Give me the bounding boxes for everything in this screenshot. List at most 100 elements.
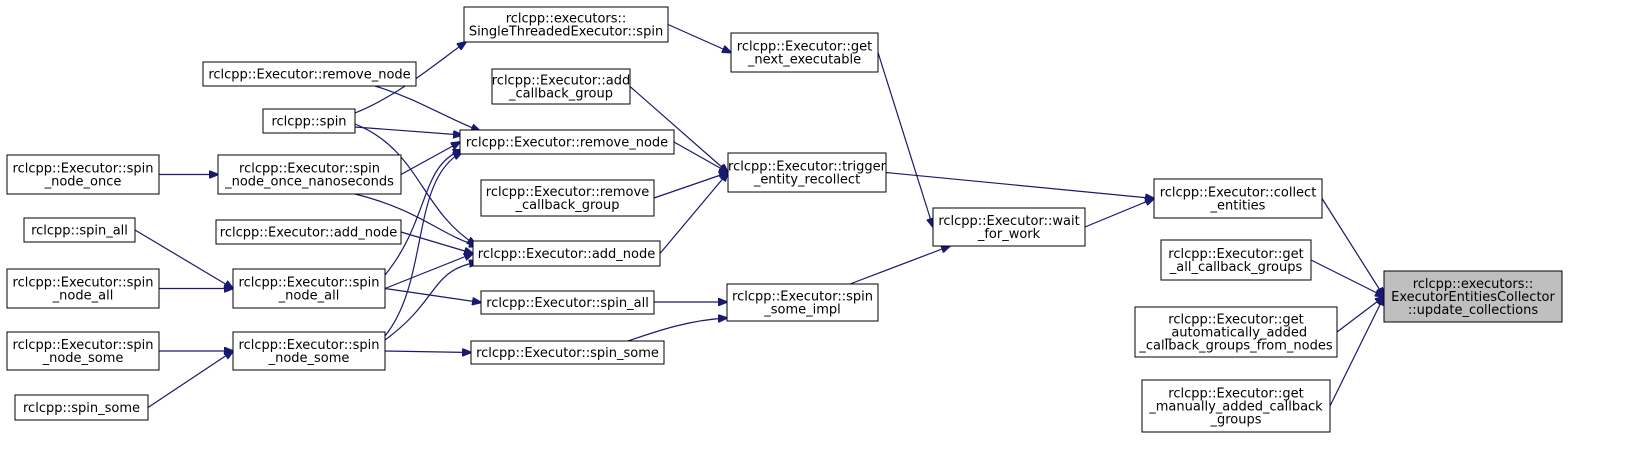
node-add_node_mid[interactable]: rclcpp::Executor::add_node <box>472 240 661 267</box>
node-wait_for_work[interactable]: rclcpp::Executor::wait_for_work <box>932 207 1086 247</box>
node-remove_node_mid[interactable]: rclcpp::Executor::remove_node <box>459 129 675 155</box>
node-rclcpp_spin_all[interactable]: rclcpp::spin_all <box>23 217 136 243</box>
node-spin_node_some_far[interactable]: rclcpp::Executor::spin_node_some <box>6 331 160 371</box>
node-spin_node_some[interactable]: rclcpp::Executor::spin_node_some <box>232 331 386 371</box>
node-box[interactable] <box>491 68 631 105</box>
node-collect_entities[interactable]: rclcpp::Executor::collect_entities <box>1153 178 1323 219</box>
node-box[interactable] <box>6 268 160 309</box>
edge-add_node_mid-to-trigger_entity_recollect <box>659 173 728 254</box>
node-box[interactable] <box>459 129 675 155</box>
node-spin_some_impl[interactable]: rclcpp::Executor::spin_some_impl <box>726 283 879 322</box>
node-spin_node_once[interactable]: rclcpp::Executor::spin_node_once <box>6 154 160 195</box>
node-add_node_left[interactable]: rclcpp::Executor::add_node <box>215 219 402 245</box>
edge-spin_some_mid-to-spin_some_impl <box>627 318 727 342</box>
node-spin_node_once_nanoseconds[interactable]: rclcpp::Executor::spin_node_once_nanosec… <box>217 154 402 195</box>
node-rclcpp_spin_some[interactable]: rclcpp::spin_some <box>14 394 149 421</box>
node-get_all_callback_groups[interactable]: rclcpp::Executor::get_all_callback_group… <box>1160 239 1312 281</box>
node-add_callback_group[interactable]: rclcpp::Executor::add_callback_group <box>491 68 631 105</box>
edge-spin_node_once_nanoseconds-to-add_node_mid <box>354 193 478 246</box>
node-update_collections[interactable]: rclcpp::executors::ExecutorEntitiesColle… <box>1383 270 1563 323</box>
node-label-line: rclcpp::Executor::get <box>1168 247 1303 262</box>
node-box[interactable] <box>1160 239 1312 281</box>
node-box[interactable] <box>1153 178 1323 219</box>
edge-get_all_callback_groups-to-update_collections <box>1310 259 1384 297</box>
node-label-line: rclcpp::Executor::spin <box>239 338 380 353</box>
node-label-line: rclcpp::Executor::add_node <box>220 226 397 241</box>
node-label-line: _callback_group <box>515 198 620 213</box>
edge-trigger_entity_recollect-to-collect_entities <box>885 171 1154 199</box>
node-box[interactable] <box>6 331 160 371</box>
edge-get_next_executable-to-wait_for_work <box>877 52 933 228</box>
node-box[interactable] <box>6 154 160 195</box>
node-box[interactable] <box>23 217 136 243</box>
node-label-line: rclcpp::Executor::collect <box>1160 186 1317 201</box>
node-rclcpp_spin[interactable]: rclcpp::spin <box>262 108 356 134</box>
node-label-line: _callback_group <box>508 87 613 102</box>
node-get_manually[interactable]: rclcpp::Executor::get_manually_added_cal… <box>1141 379 1331 433</box>
node-spin_some_mid[interactable]: rclcpp::Executor::spin_some <box>470 340 665 365</box>
node-label-line: rclcpp::Executor::spin <box>13 276 154 291</box>
node-get_next_executable[interactable]: rclcpp::Executor::get_next_executable <box>730 32 879 73</box>
node-box[interactable] <box>262 108 356 134</box>
edge-collect_entities-to-update_collections <box>1321 198 1384 297</box>
node-label-line: ExecutorEntitiesCollector <box>1391 290 1555 305</box>
node-label-line: rclcpp::spin <box>271 115 346 130</box>
edges <box>134 23 1384 408</box>
node-label-line: _node_some <box>42 351 124 366</box>
node-label-line: rclcpp::Executor::spin_some <box>476 346 659 361</box>
node-box[interactable] <box>727 152 887 193</box>
node-trigger_entity_recollect[interactable]: rclcpp::Executor::trigger_entity_recolle… <box>727 152 887 193</box>
node-get_automatically[interactable]: rclcpp::Executor::get_automatically_adde… <box>1134 306 1338 358</box>
node-label-line: rclcpp::Executor::trigger <box>728 160 887 175</box>
edge-remove_callback_group-to-trigger_entity_recollect <box>653 173 728 199</box>
edge-spin_node_once_nanoseconds-to-remove_node_mid <box>400 142 460 176</box>
node-box[interactable] <box>215 219 402 245</box>
node-label-line: _entities <box>1210 199 1266 214</box>
edge-rclcpp_spin-to-single_threaded_spin <box>354 42 466 114</box>
node-label-line: ::update_collections <box>1408 303 1538 318</box>
node-label-line: _next_executable <box>747 53 861 68</box>
node-box[interactable] <box>730 32 879 73</box>
node-box[interactable] <box>472 240 661 267</box>
node-label-line: rclcpp::Executor::get <box>1168 313 1303 328</box>
node-single_threaded_spin[interactable]: rclcpp::executors::SingleThreadedExecuto… <box>463 6 669 43</box>
node-label-line: _node_some <box>268 351 350 366</box>
node-label-line: rclcpp::spin_all <box>31 224 128 239</box>
node-box[interactable] <box>726 283 879 322</box>
edge-get_manually-to-update_collections <box>1329 297 1384 407</box>
node-box[interactable] <box>217 154 402 195</box>
node-label-line: _callback_groups_from_nodes <box>1138 339 1332 354</box>
edge-spin_node_some-to-spin_some_mid <box>384 351 471 353</box>
node-box[interactable] <box>1141 379 1331 433</box>
node-spin_all_mid[interactable]: rclcpp::Executor::spin_all <box>480 290 655 315</box>
node-label-line: rclcpp::Executor::spin <box>732 290 873 305</box>
node-box[interactable] <box>470 340 665 365</box>
node-box[interactable] <box>232 331 386 371</box>
edge-rclcpp_spin-to-add_node_mid <box>354 123 476 245</box>
node-spin_node_all[interactable]: rclcpp::Executor::spin_node_all <box>232 268 386 309</box>
edge-single_threaded_spin-to-get_next_executable <box>667 23 731 53</box>
node-box[interactable] <box>463 6 669 43</box>
node-label-line: rclcpp::Executor::spin <box>239 162 380 177</box>
node-box[interactable] <box>232 268 386 309</box>
node-remove_node_left[interactable]: rclcpp::Executor::remove_node <box>202 61 417 87</box>
node-label-line: rclcpp::Executor::spin_all <box>486 296 649 311</box>
node-remove_callback_group[interactable]: rclcpp::Executor::remove_callback_group <box>480 179 655 217</box>
node-label-line: _node_once <box>44 175 122 190</box>
node-box[interactable] <box>932 207 1086 247</box>
node-box[interactable] <box>480 290 655 315</box>
node-box[interactable] <box>202 61 417 87</box>
node-label-line: rclcpp::Executor::get <box>1168 387 1303 402</box>
node-box[interactable] <box>1383 270 1563 323</box>
edge-remove_node_left-to-remove_node_mid <box>374 85 480 131</box>
node-box[interactable] <box>480 179 655 217</box>
edge-spin_node_all-to-remove_node_mid <box>384 150 462 276</box>
node-label-line: _all_callback_groups <box>1169 260 1303 275</box>
node-box[interactable] <box>1134 306 1338 358</box>
edge-rclcpp_spin_some-to-spin_node_some <box>147 351 233 408</box>
node-label-line: rclcpp::executors:: <box>506 12 627 27</box>
node-spin_node_all_far[interactable]: rclcpp::Executor::spin_node_all <box>6 268 160 309</box>
node-box[interactable] <box>14 394 149 421</box>
nodes: rclcpp::executors::ExecutorEntitiesColle… <box>6 6 1563 433</box>
